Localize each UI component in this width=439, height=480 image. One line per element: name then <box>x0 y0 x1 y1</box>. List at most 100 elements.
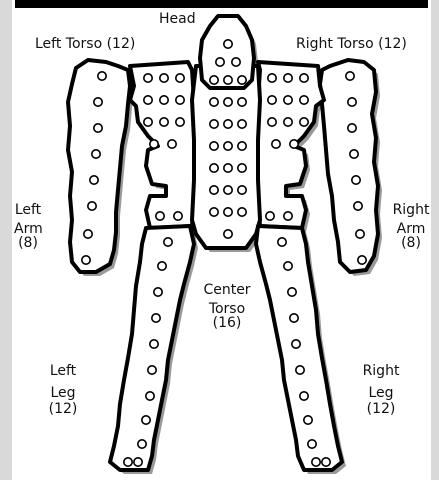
left-torso-armor-pip[interactable] <box>176 118 184 126</box>
center-torso-armor-pip[interactable] <box>238 142 246 150</box>
right-arm-label-line3: (8) <box>388 234 434 253</box>
center-torso-armor-pip[interactable] <box>210 164 218 172</box>
right-leg-armor-pip[interactable] <box>292 340 300 348</box>
left-torso-armor-pip[interactable] <box>168 140 176 148</box>
left-arm-armor-pip[interactable] <box>98 72 106 80</box>
left-leg-armor-pip[interactable] <box>142 416 150 424</box>
center-torso-armor-pip[interactable] <box>224 230 232 238</box>
right-leg-armor-pip[interactable] <box>304 416 312 424</box>
left-torso-armor-pip[interactable] <box>160 74 168 82</box>
center-torso-armor-pip[interactable] <box>238 120 246 128</box>
center-torso-armor-pip[interactable] <box>210 98 218 106</box>
right-torso-armor-pip[interactable] <box>268 74 276 82</box>
head-armor-pip[interactable] <box>224 40 232 48</box>
right-torso-armor-pip[interactable] <box>300 74 308 82</box>
center-torso-armor-pip[interactable] <box>224 186 232 194</box>
right-arm-armor-pip[interactable] <box>348 98 356 106</box>
left-frame-bar <box>0 0 12 480</box>
right-leg-armor-pip[interactable] <box>296 366 304 374</box>
left-arm-armor-pip[interactable] <box>90 176 98 184</box>
right-arm-armor-pip[interactable] <box>348 124 356 132</box>
left-arm-armor-pip[interactable] <box>94 124 102 132</box>
left-arm-armor-pip[interactable] <box>84 230 92 238</box>
left-leg-armor-pip[interactable] <box>154 288 162 296</box>
right-arm-section[interactable] <box>320 60 378 272</box>
right-leg-armor-pip[interactable] <box>284 262 292 270</box>
left-torso-armor-pip[interactable] <box>174 212 182 220</box>
head-armor-pip[interactable] <box>232 58 240 66</box>
left-arm-armor-pip[interactable] <box>92 150 100 158</box>
right-torso-armor-pip[interactable] <box>284 96 292 104</box>
center-torso-armor-pip[interactable] <box>210 76 218 84</box>
left-leg-armor-pip[interactable] <box>158 262 166 270</box>
left-torso-armor-pip[interactable] <box>144 96 152 104</box>
center-torso-armor-pip[interactable] <box>238 76 246 84</box>
right-torso-armor-pip[interactable] <box>284 212 292 220</box>
center-torso-armor-pip[interactable] <box>238 208 246 216</box>
left-arm-armor-pip[interactable] <box>82 256 90 264</box>
left-torso-armor-pip[interactable] <box>150 140 158 148</box>
left-arm-label-line1: Left <box>14 201 42 220</box>
right-torso-armor-pip[interactable] <box>266 212 274 220</box>
center-torso-armor-pip[interactable] <box>238 186 246 194</box>
center-torso-armor-pip[interactable] <box>224 208 232 216</box>
right-leg-armor-pip[interactable] <box>288 288 296 296</box>
right-torso-armor-pip[interactable] <box>284 74 292 82</box>
left-leg-armor-pip[interactable] <box>138 440 146 448</box>
left-torso-label: Left Torso (12) <box>35 37 135 51</box>
left-torso-armor-pip[interactable] <box>156 212 164 220</box>
right-torso-armor-pip[interactable] <box>300 96 308 104</box>
right-leg-label-line1: Right <box>356 360 406 382</box>
center-torso-section[interactable] <box>192 66 260 248</box>
center-torso-armor-pip[interactable] <box>210 186 218 194</box>
left-torso-armor-pip[interactable] <box>160 118 168 126</box>
left-leg-armor-pip[interactable] <box>164 238 172 246</box>
center-torso-armor-pip[interactable] <box>210 208 218 216</box>
left-arm-armor-pip[interactable] <box>88 202 96 210</box>
center-torso-armor-pip[interactable] <box>224 98 232 106</box>
right-leg-armor-pip[interactable] <box>322 458 330 466</box>
right-arm-armor-pip[interactable] <box>352 176 360 184</box>
left-torso-armor-pip[interactable] <box>144 74 152 82</box>
left-leg-armor-pip[interactable] <box>134 458 142 466</box>
right-leg-armor-pip[interactable] <box>308 440 316 448</box>
left-torso-armor-pip[interactable] <box>176 74 184 82</box>
right-arm-armor-pip[interactable] <box>346 72 354 80</box>
center-torso-armor-pip[interactable] <box>224 76 232 84</box>
center-torso-armor-pip[interactable] <box>238 164 246 172</box>
center-torso-armor-pip[interactable] <box>238 98 246 106</box>
right-arm-armor-pip[interactable] <box>350 150 358 158</box>
left-leg-armor-pip[interactable] <box>148 366 156 374</box>
left-arm-section[interactable] <box>68 60 130 272</box>
left-torso-section[interactable] <box>130 62 196 228</box>
left-arm-armor-pip[interactable] <box>94 98 102 106</box>
head-armor-pip[interactable] <box>216 58 224 66</box>
center-torso-armor-pip[interactable] <box>224 120 232 128</box>
center-torso-armor-pip[interactable] <box>224 164 232 172</box>
left-leg-armor-pip[interactable] <box>152 314 160 322</box>
right-leg-armor-pip[interactable] <box>290 314 298 322</box>
right-torso-armor-pip[interactable] <box>268 118 276 126</box>
right-arm-armor-pip[interactable] <box>358 256 366 264</box>
left-leg-armor-pip[interactable] <box>146 392 154 400</box>
left-leg-label: Left Leg (12) <box>38 360 88 420</box>
left-leg-armor-pip[interactable] <box>150 340 158 348</box>
center-torso-armor-pip[interactable] <box>210 142 218 150</box>
right-torso-armor-pip[interactable] <box>268 96 276 104</box>
right-leg-section[interactable] <box>256 226 342 470</box>
right-torso-armor-pip[interactable] <box>300 118 308 126</box>
left-torso-armor-pip[interactable] <box>144 118 152 126</box>
right-leg-armor-pip[interactable] <box>300 392 308 400</box>
left-torso-armor-pip[interactable] <box>176 96 184 104</box>
right-torso-armor-pip[interactable] <box>284 118 292 126</box>
left-leg-armor-pip[interactable] <box>124 458 132 466</box>
left-torso-armor-pip[interactable] <box>160 96 168 104</box>
right-leg-armor-pip[interactable] <box>312 458 320 466</box>
right-leg-armor-pip[interactable] <box>278 238 286 246</box>
right-arm-armor-pip[interactable] <box>354 202 362 210</box>
right-arm-armor-pip[interactable] <box>356 230 364 238</box>
right-torso-armor-pip[interactable] <box>272 140 280 148</box>
center-torso-armor-pip[interactable] <box>210 120 218 128</box>
right-torso-armor-pip[interactable] <box>290 140 298 148</box>
center-torso-armor-pip[interactable] <box>224 142 232 150</box>
